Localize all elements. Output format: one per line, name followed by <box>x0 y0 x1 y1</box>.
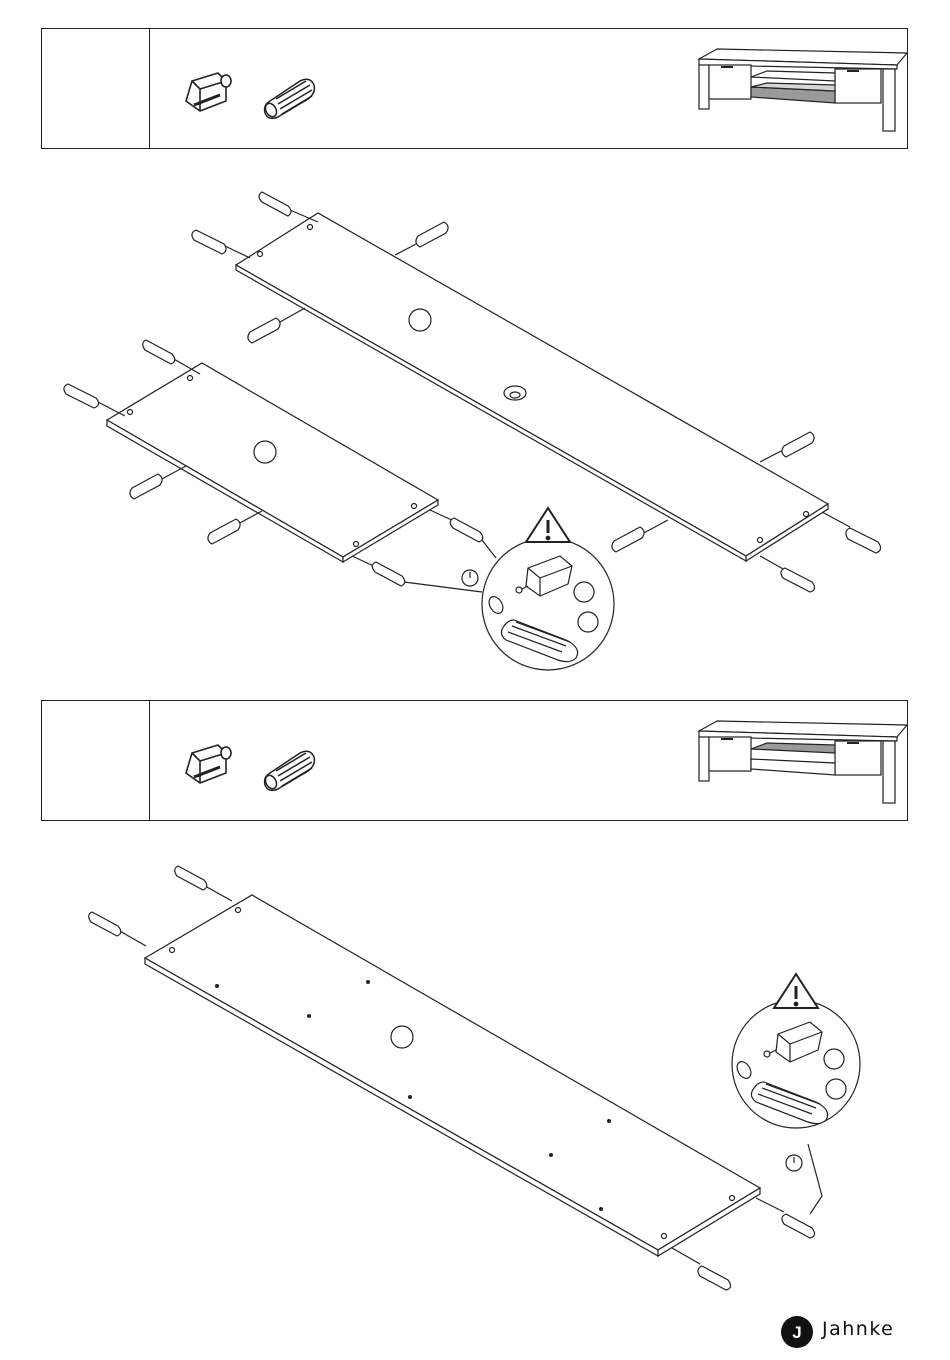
dowel-icon <box>672 1248 731 1290</box>
dowel-icon <box>756 1198 815 1238</box>
dowel-icon <box>89 912 146 946</box>
clock-rotate-icon <box>786 1155 802 1171</box>
logo-letter: J <box>792 1323 801 1342</box>
jahnke-logo-icon: J <box>781 1316 815 1348</box>
detail-callout-2 <box>732 974 860 1214</box>
brand-name: Jahnke <box>822 1318 894 1340</box>
warning-triangle-icon <box>774 974 818 1008</box>
dowel-icon <box>175 866 232 901</box>
middle-shelf-panel <box>145 895 760 1256</box>
